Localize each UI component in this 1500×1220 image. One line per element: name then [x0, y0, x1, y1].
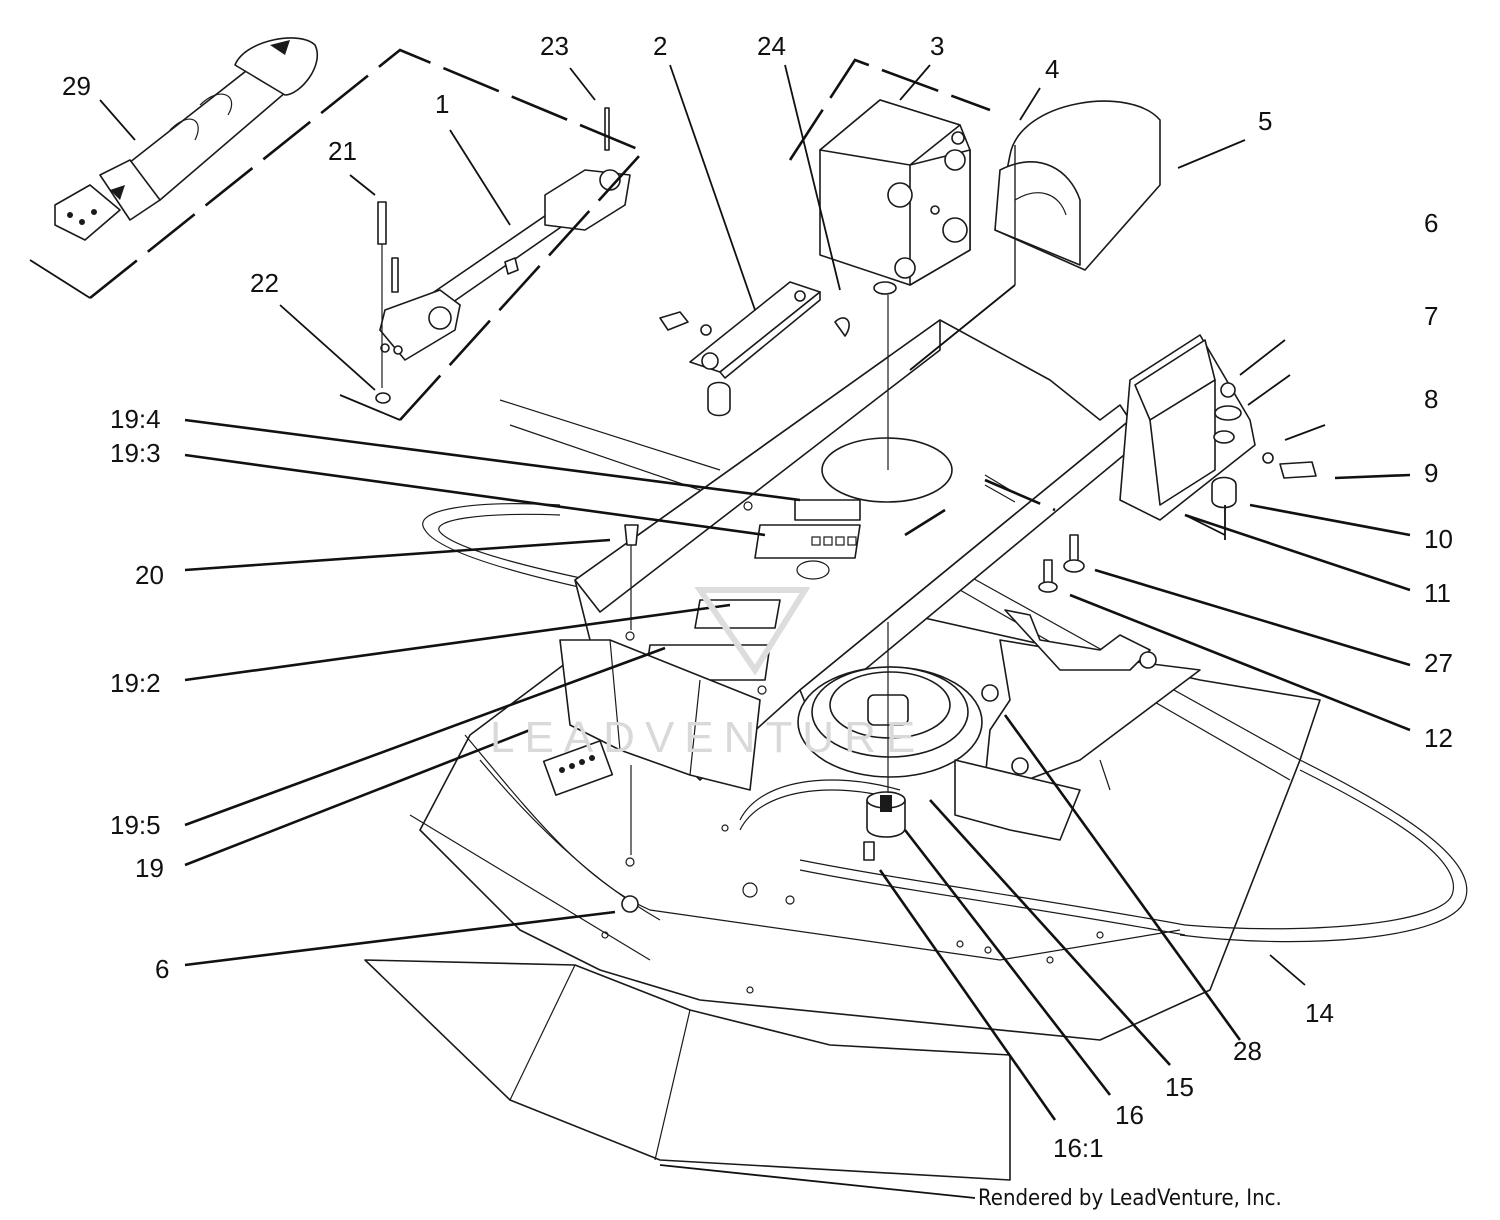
watermark-text: LEADVENTURE: [490, 713, 925, 762]
idler-bracket: [954, 609, 1201, 841]
label-8: 8: [1424, 384, 1438, 414]
label-5: 5: [1258, 106, 1272, 136]
label-12: 12: [1424, 723, 1453, 753]
label-11: 11: [1424, 578, 1451, 608]
belt-guard: [1119, 334, 1317, 521]
assembly-outlines: [29, 48, 1226, 540]
label-14: 14: [1305, 998, 1334, 1028]
label-22: 22: [250, 268, 279, 298]
label-3: 3: [930, 31, 944, 61]
label-19: 19: [135, 853, 164, 883]
render-credit: Rendered by LeadVenture, Inc.: [978, 1186, 1282, 1211]
label-2: 2: [653, 31, 667, 61]
gearbox: [819, 99, 971, 470]
label-19-3: 19:3: [110, 438, 161, 468]
fasteners: [624, 145, 1085, 855]
gearbox-mount-plate: [574, 319, 1131, 781]
label-6-bottom: 6: [155, 954, 169, 984]
label-20: 20: [135, 560, 164, 590]
pulley: [797, 622, 983, 800]
label-19-2: 19:2: [110, 668, 161, 698]
label-16-1: 16:1: [1053, 1133, 1104, 1163]
label-23: 23: [540, 31, 569, 61]
label-29: 29: [62, 71, 91, 101]
label-15: 15: [1165, 1072, 1194, 1102]
decal-19-3: [754, 524, 861, 559]
label-16: 16: [1115, 1100, 1144, 1130]
label-9: 9: [1424, 458, 1438, 488]
label-7: 7: [1424, 301, 1438, 331]
label-21: 21: [328, 136, 357, 166]
drive-belt: [422, 503, 1468, 943]
callout-labels: 29 23 1 21 22 2 24 3 4 5 6 7 8 9 10 11 2…: [62, 31, 1453, 1163]
driveshaft-29: [54, 37, 318, 241]
leader-lines: [99, 64, 1411, 1199]
label-10: 10: [1424, 524, 1453, 554]
pulley-hub: [863, 791, 906, 861]
label-4: 4: [1045, 54, 1059, 84]
deck-shroud: [559, 639, 761, 791]
bracket: [659, 281, 850, 417]
watermark: LEADVENTURE: [490, 587, 925, 762]
label-19-5: 19:5: [110, 810, 161, 840]
decal-19-4: [794, 499, 861, 521]
label-6-top: 6: [1424, 208, 1438, 238]
label-27: 27: [1424, 648, 1453, 678]
label-1: 1: [435, 89, 449, 119]
label-24: 24: [757, 31, 786, 61]
gearbox-shield: [994, 100, 1161, 285]
label-19-4: 19:4: [110, 404, 161, 434]
label-28: 28: [1233, 1036, 1262, 1066]
driveshaft-1: [375, 107, 631, 404]
